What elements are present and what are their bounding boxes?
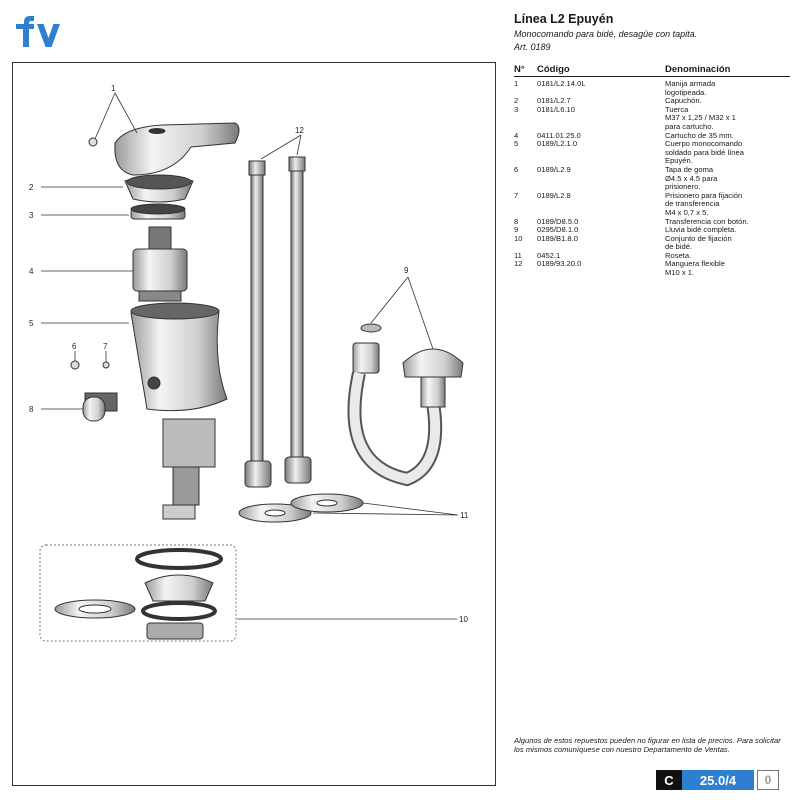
table-row: 8 0189/D8.5.0 Transferencia con botón. (514, 216, 790, 227)
table-row: 3 0181/L6.10 Tuerca M37 x 1,25 / M32 x 1 p… (514, 104, 790, 132)
cell-description: Lluvia bidé completa. (665, 225, 737, 235)
exploded-view-svg: 1 2 3 4 5 6 7 8 9 10 11 12 (29, 84, 469, 642)
cell-number: 1 (514, 79, 519, 88)
cell-number: 4 (514, 130, 519, 140)
cell-number: 8 (514, 216, 519, 226)
cell-code: 0189/93.20.0 (537, 259, 582, 269)
label-part-12: 12 (295, 126, 304, 135)
cell-code: 0189/B1.8.0 (537, 233, 578, 243)
cell-number: 6 (514, 164, 519, 174)
product-subtitle: Monocomando para bidé, desagüe con tapit… (514, 29, 698, 39)
set-screw-part (102, 361, 110, 369)
cartridge-nut-part (130, 203, 186, 220)
cell-description: Roseta. (665, 250, 692, 260)
rosette-part (238, 493, 364, 523)
column-header-description: Denominación (665, 64, 731, 75)
cell-number: 5 (514, 139, 519, 149)
cell-code: 0295/D8.1.0 (537, 225, 579, 235)
cell-description: Manija armada logotipeada. (665, 79, 716, 97)
table-row: 6 0189/L2.9 Tapa de goma Ø4.5 x 4.5 para p… (514, 164, 790, 192)
table-row: 7 0189/L2.8 Prisionero para fijación de tr… (514, 190, 790, 218)
cell-number: 3 (514, 104, 519, 114)
label-part-5: 5 (29, 319, 34, 328)
cell-number: 12 (514, 259, 523, 269)
cell-description: Cartucho de 35 mm. (665, 130, 734, 140)
label-part-11: 11 (460, 511, 469, 520)
cell-number: 7 (514, 190, 519, 200)
label-part-9: 9 (404, 266, 409, 275)
label-part-10: 10 (459, 615, 468, 624)
cartridge-part (132, 226, 188, 302)
flexible-hoses-part (244, 156, 312, 488)
label-part-3: 3 (29, 211, 34, 220)
label-part-6: 6 (72, 342, 77, 351)
cell-number: 2 (514, 96, 519, 106)
cell-code: 0189/L2.1.0 (537, 139, 578, 149)
leader-lines (41, 92, 459, 620)
label-part-1: 1 (111, 84, 116, 93)
cell-description: Tuerca M37 x 1,25 / M32 x 1 para cartuch… (665, 104, 736, 131)
transfer-button-part (82, 392, 118, 422)
page-code: C 25.0/4 0 (656, 770, 779, 790)
cell-description: Prisionero para fijación de transferenci… (665, 190, 743, 217)
table-row: 5 0189/L2.1.0 Cuerpo monocomando soldado p… (514, 139, 790, 166)
table-row: 11 0452.1 Roseta. (514, 250, 790, 261)
page-code-suffix: 0 (757, 770, 779, 790)
label-part-2: 2 (29, 183, 34, 192)
cell-description: Manguera flexible M10 x 1. (665, 259, 725, 278)
cell-description: Capuchón. (665, 96, 702, 106)
cell-code: 0181/L2.14.0L (537, 79, 586, 88)
cell-code: 0189/L2.9 (537, 164, 571, 174)
parts-table-body: 1 0181/L2.14.0L Manija armada logotipeada.… (514, 79, 790, 278)
cap-part (124, 174, 194, 203)
cell-code: 0181/L6.10 (537, 104, 576, 114)
cell-number: 9 (514, 225, 519, 235)
cell-number: 10 (514, 233, 523, 243)
cell-code: 0411.01.25.0 (537, 130, 581, 140)
table-row: 4 0411.01.25.0 Cartucho de 35 mm. (514, 130, 790, 141)
label-part-8: 8 (29, 405, 34, 414)
parts-table: N° Código Denominación 1 0181/L2.14.0L Man… (514, 64, 790, 278)
cell-code: 0189/D8.5.0 (537, 216, 579, 226)
rubber-cap-part (70, 360, 80, 370)
cell-description: Tapa de goma Ø4.5 x 4.5 para prisionero. (665, 164, 718, 192)
table-row: 1 0181/L2.14.0L Manija armada logotipeada. (514, 79, 790, 97)
cell-description: Cuerpo monocomando soldado para bidé lín… (665, 139, 744, 166)
handle-part (88, 122, 240, 176)
column-header-number: N° (514, 64, 525, 75)
page-code-letter: C (656, 770, 682, 790)
cell-code: 0452.1 (537, 250, 561, 260)
exploded-parts-drawing: 1 2 3 4 5 6 7 8 9 10 11 12 (12, 62, 496, 786)
page-code-number: 25.0/4 (682, 770, 754, 790)
label-part-4: 4 (29, 267, 34, 276)
cell-code: 0181/L2.7 (537, 96, 571, 106)
faucet-body-part (130, 302, 228, 520)
label-part-7: 7 (103, 342, 108, 351)
fv-logo (16, 16, 60, 47)
cell-description: Transferencia con botón. (665, 216, 749, 226)
table-row: 10 0189/B1.8.0 Conjunto de fijación de bid… (514, 233, 790, 252)
product-title: Línea L2 Epuyén (514, 12, 614, 26)
bidet-spray-part (347, 323, 464, 487)
table-row: 9 0295/D8.1.0 Lluvia bidé completa. (514, 225, 790, 235)
article-number: Art. 0189 (514, 42, 551, 52)
table-row: 2 0181/L2.7 Capuchón. (514, 97, 790, 106)
document-header: Línea L2 Epuyén Monocomando para bidé, d… (514, 12, 794, 52)
cell-description: Conjunto de fijación de bidé. (665, 233, 732, 252)
parts-table-header: N° Código Denominación (514, 64, 790, 77)
cell-code: 0189/L2.8 (537, 190, 571, 200)
column-header-code: Código (537, 64, 570, 75)
cell-number: 11 (514, 250, 522, 260)
fixing-set-part (39, 544, 237, 642)
table-row: 12 0189/93.20.0 Manguera flexible M10 x 1. (514, 260, 790, 277)
footnote: Algunos de estos repuestos pueden no fig… (514, 736, 781, 755)
